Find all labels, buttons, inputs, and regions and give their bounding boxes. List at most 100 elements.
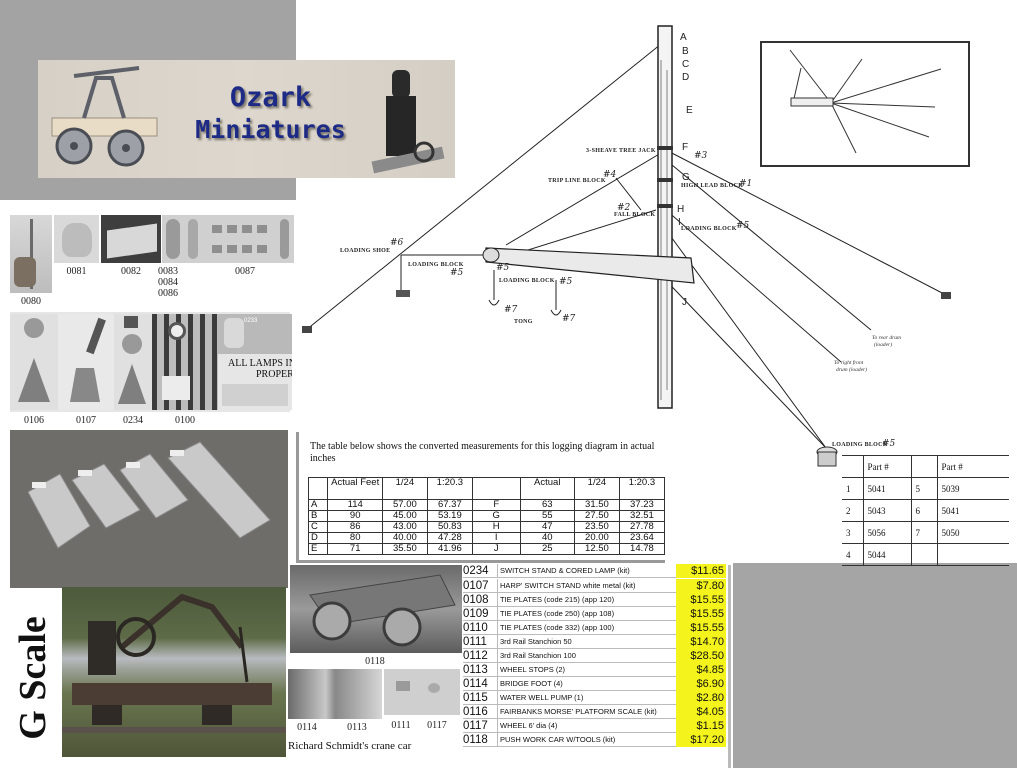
label-rear-drum-1: To rear drum [872,335,901,341]
product-photo-0107[interactable] [58,314,114,410]
anchor-stump-left [302,326,312,333]
price-amount: $6.90 [676,677,726,691]
measurements-table: Actual Feet 1/24 1:20.3 Actual 1/24 1:20… [307,477,666,555]
product-photo-0082[interactable] [101,215,161,263]
cell: G [471,510,521,522]
label-fall-block: FALL BLOCK [614,212,655,218]
cell [936,543,1009,566]
cell: A [307,499,329,511]
cell: 6 [910,499,937,522]
product-code-0113: 0113 [347,722,367,733]
logging-diagram-svg: A B C D E F G H I J 3-SHEAVE TREE JACK T… [302,25,970,449]
price-description: PUSH WORK CAR W/TOOLS (kit) [497,733,705,747]
cell [910,543,937,566]
cell: 57.00 [381,499,428,511]
price-description: BRIDGE FOOT (4) [497,677,705,691]
ozark-miniatures-banner[interactable]: Ozark Miniatures [38,60,455,178]
label-trip-line-block: TRIP LINE BLOCK [548,178,606,184]
stanchion-wheel-photo[interactable] [384,669,460,715]
cell: 114 [327,499,383,511]
cell: 5041 [862,477,911,500]
lamps-caption-line2: PROPER [256,369,292,380]
cell: 90 [327,510,383,522]
product-code-0234: 0234 [123,415,143,426]
price-amount: $15.55 [676,607,726,621]
lamps-caption-line1: ALL LAMPS IN [228,358,292,369]
price-description: SWITCH STAND & CORED LAMP (kit) [497,564,705,578]
header-actual-feet: Actual Feet [327,477,383,500]
product-photo-0080[interactable] [10,215,52,293]
price-amount: $14.70 [676,635,726,649]
mark-6: #6 [390,238,404,248]
mark-7-right: #7 [562,314,576,324]
benches-illustration [27,441,271,549]
benches-photo[interactable] [10,430,288,588]
label-loading-block-stump: LOADING BLOCK [832,442,888,448]
letter-F: F [682,142,688,153]
product-photo-lamps[interactable]: 0233 ALL LAMPS IN PROPER [218,314,292,410]
product-code-0086: 0086 [158,288,178,299]
cell: 71 [327,543,383,555]
lamp-tag: 0233 [244,318,258,324]
cell: F [471,499,521,511]
cell: 67.37 [426,499,473,511]
cell: 40 [519,532,575,544]
part-header-1: Part # [862,455,911,478]
letter-D: D [682,72,689,83]
mark-5-left: #5 [450,268,464,278]
product-code-0114: 0114 [297,722,317,733]
mark-4: #4 [603,170,617,180]
price-amount: $2.80 [676,691,726,705]
cell: 47 [519,521,575,533]
cell: 31.50 [573,499,620,511]
price-row-0114[interactable]: 0114 BRIDGE FOOT (4)$6.90 [463,677,726,691]
product-photo-0100[interactable] [152,314,218,410]
product-photo-0081[interactable] [54,215,99,263]
brand-title-line1: Ozark [229,82,312,113]
brand-title-line2: Miniatures [195,115,346,144]
tong-left [488,299,500,306]
product-code-0107: 0107 [76,415,96,426]
bridge-foot-wheel-stops-photo[interactable] [288,669,382,719]
product-photo-0234[interactable] [114,314,152,410]
product-code-0083: 0083 [158,266,178,277]
cell: 4 [842,543,863,566]
cell: H [471,521,521,533]
price-code: 0114 [463,678,488,690]
cell: 86 [327,521,383,533]
cell: 50.83 [426,521,473,533]
cell: 23.50 [573,521,620,533]
handcar-illustration [51,66,158,167]
steam-boiler-illustration [371,70,445,174]
mark-3-top: #3 [694,151,708,161]
label-loading-block-left: LOADING BLOCK [408,262,464,268]
cell: 25 [519,543,575,555]
push-work-car-photo[interactable] [290,565,462,653]
price-description: HARP' SWITCH STAND white metal (kit) [497,579,705,593]
cell: 53.19 [426,510,473,522]
price-code: 0109 [463,608,489,620]
product-photo-0083-0087[interactable] [162,215,294,263]
cell: 23.64 [618,532,666,544]
product-photo-0106[interactable] [10,314,58,410]
price-description: TIE PLATES (code 332) (app 100) [497,621,705,635]
cell: 12.50 [573,543,620,555]
label-loading-block-mast: LOADING BLOCK [681,226,737,232]
crane-car-photo[interactable] [62,587,286,757]
cell: 27.78 [618,521,666,533]
